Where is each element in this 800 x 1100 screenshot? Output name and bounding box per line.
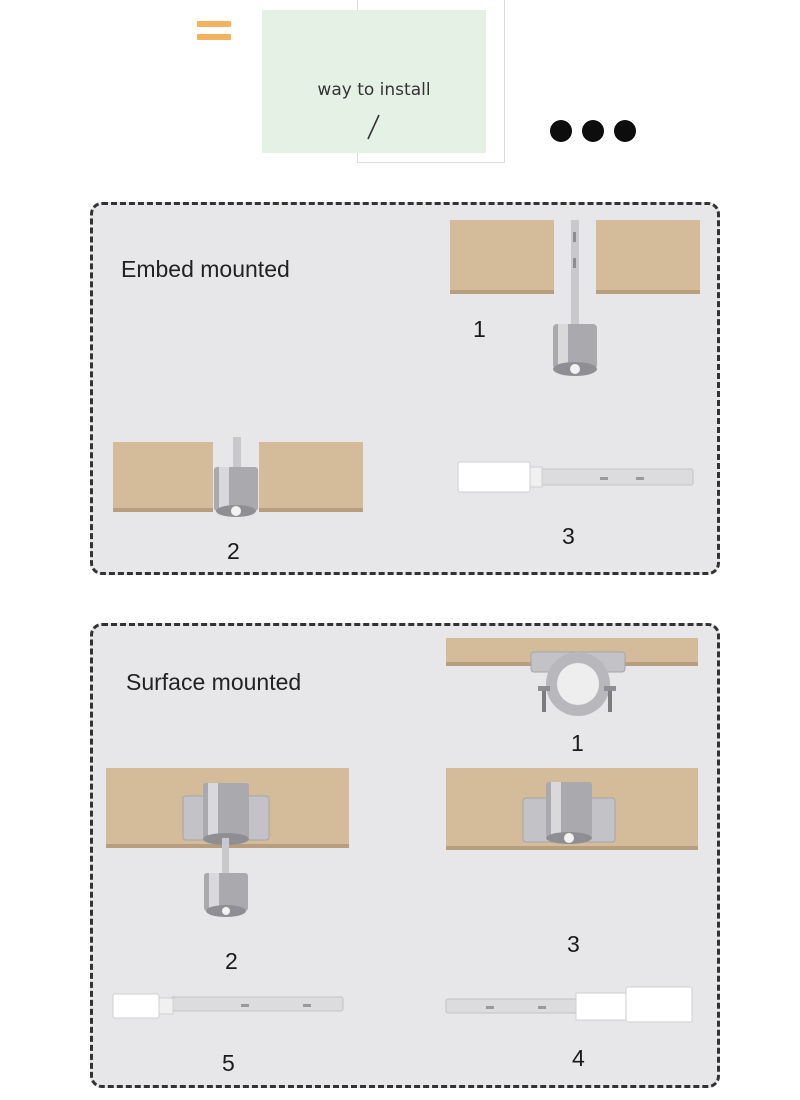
section-title-surface: Surface mounted <box>126 669 302 695</box>
surface-step-5-figure <box>112 993 344 1019</box>
embed-step-3-figure <box>457 461 694 493</box>
surface-step-1-figure <box>446 638 698 716</box>
slash-mark <box>367 114 380 140</box>
surface-step-4-label: 4 <box>572 1045 585 1071</box>
header-card <box>262 10 486 153</box>
embed-step-1-figure <box>450 220 700 376</box>
surface-step-5-label: 5 <box>222 1050 235 1076</box>
embed-step-2-figure <box>113 437 363 517</box>
embed-step-3-label: 3 <box>562 523 575 549</box>
menu-icon[interactable] <box>197 21 231 43</box>
page-title: way to install <box>317 80 431 100</box>
surface-step-3-figure <box>446 768 698 850</box>
section-title-embed: Embed mounted <box>121 256 290 282</box>
embed-step-1-label: 1 <box>473 316 486 342</box>
surface-step-1-label: 1 <box>571 730 584 756</box>
embed-mounted-panel: Embed mounted 1 2 3 <box>90 202 720 575</box>
surface-step-2-label: 2 <box>225 948 238 974</box>
surface-mounted-panel: Surface mounted 1 2 3 <box>90 623 720 1088</box>
embed-step-2-label: 2 <box>227 538 240 564</box>
surface-step-3-label: 3 <box>567 931 580 957</box>
surface-step-2-figure <box>106 768 349 917</box>
more-dots-icon[interactable] <box>550 120 640 144</box>
surface-step-4-figure <box>445 986 693 1023</box>
